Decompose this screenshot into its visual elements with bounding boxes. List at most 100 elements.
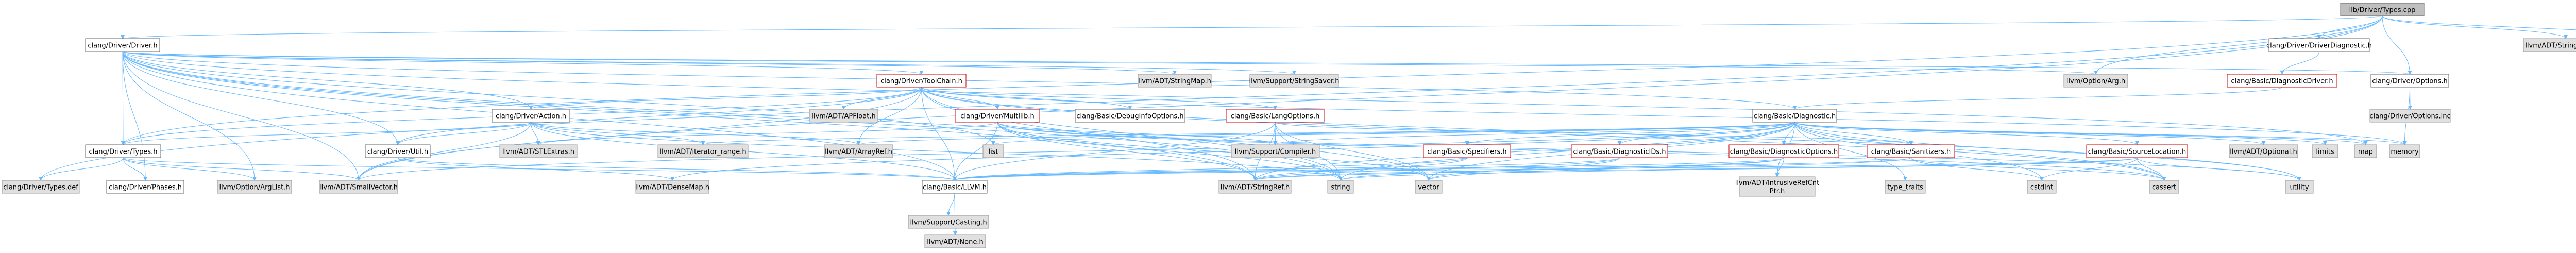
node-typetraits[interactable]: type_traits xyxy=(1885,180,1926,194)
edge-action-to-smallvec xyxy=(357,122,531,181)
node-srcloc[interactable]: clang/Basic/SourceLocation.h xyxy=(2086,144,2188,158)
edge-types-to-typesdef xyxy=(39,157,124,181)
node-label: llvm/ADT/None.h xyxy=(927,239,983,246)
node-optional[interactable]: llvm/ADT/Optional.h xyxy=(2229,144,2298,158)
node-vector[interactable]: vector xyxy=(1415,180,1443,194)
edge-multilib-to-compiler xyxy=(997,122,1278,145)
node-map[interactable]: map xyxy=(2354,144,2377,158)
node-diagdrv[interactable]: clang/Basic/DiagnosticDriver.h xyxy=(2227,74,2337,88)
node-densemap[interactable]: llvm/ADT/DenseMap.h xyxy=(635,180,709,194)
node-diagids[interactable]: clang/Basic/DiagnosticIDs.h xyxy=(1571,144,1668,158)
edge-toolchain-to-apfloat xyxy=(841,87,922,110)
node-box xyxy=(365,144,431,158)
node-label: clang/Driver/Driver.h xyxy=(88,42,157,50)
node-sanitizers[interactable]: clang/Basic/Sanitizers.h xyxy=(1867,144,1955,158)
node-box xyxy=(499,144,578,158)
node-stringref[interactable]: llvm/ADT/StringRef.h xyxy=(1218,180,1292,194)
edge-basicdiag-to-optional xyxy=(1794,122,2266,145)
node-box xyxy=(1739,176,1816,197)
edge-driver-to-optarg xyxy=(122,51,2097,75)
edge-types-to-smallvec xyxy=(123,157,361,181)
node-action[interactable]: clang/Driver/Action.h xyxy=(492,109,570,123)
node-box xyxy=(982,144,1004,158)
node-label: llvm/ADT/StringRef.h xyxy=(1221,184,1290,192)
node-debuginfo[interactable]: clang/Basic/DebugInfoOptions.h xyxy=(1075,109,1185,123)
node-label: clang/Basic/LLVM.h xyxy=(923,184,987,192)
node-compiler[interactable]: llvm/Support/Compiler.h xyxy=(1231,144,1320,158)
node-specifiers[interactable]: clang/Basic/Specifiers.h xyxy=(1423,144,1511,158)
node-cstdint[interactable]: cstdint xyxy=(2027,180,2057,194)
edge-root-to-typesdef xyxy=(39,15,2383,181)
node-util[interactable]: clang/Driver/Util.h xyxy=(365,144,431,158)
edge-basicdiag-to-compiler xyxy=(1273,122,1795,145)
node-casting[interactable]: llvm/Support/Casting.h xyxy=(908,215,989,229)
node-optarglist[interactable]: llvm/Option/ArgList.h xyxy=(217,180,292,194)
node-cassert[interactable]: cassert xyxy=(2149,180,2179,194)
node-toolchain[interactable]: clang/Driver/ToolChain.h xyxy=(876,74,967,88)
edge-driver-to-stringref xyxy=(122,51,1257,181)
node-none[interactable]: llvm/ADT/None.h xyxy=(924,234,986,248)
node-driver[interactable]: clang/Driver/Driver.h xyxy=(85,38,160,52)
node-strsaver[interactable]: llvm/Support/StringSaver.h xyxy=(1249,74,1340,88)
edge-basicdiag-to-map xyxy=(1794,122,2368,145)
edge-toolchain-to-langopts xyxy=(921,87,1277,110)
node-multilib[interactable]: clang/Driver/Multilib.h xyxy=(955,109,1040,123)
node-strsw[interactable]: llvm/ADT/StringSwitch.h xyxy=(2523,38,2576,52)
node-strmap[interactable]: llvm/ADT/StringMap.h xyxy=(1138,74,1212,88)
node-basicdiag[interactable]: clang/Basic/Diagnostic.h xyxy=(1752,109,1837,123)
edge-driver-to-util xyxy=(122,51,400,145)
node-box xyxy=(2,180,80,194)
node-utility[interactable]: utility xyxy=(2285,180,2314,194)
edge-root-to-driver xyxy=(121,15,2383,39)
edge-driver-to-action xyxy=(122,51,533,110)
node-root: lib/Driver/Types.cpp xyxy=(2340,3,2425,16)
edge-basicdiag-to-specifiers xyxy=(1465,122,1795,145)
node-options[interactable]: clang/Driver/Options.h xyxy=(2370,74,2449,88)
edge-multilib-to-llvmh xyxy=(953,122,998,181)
node-arrayref[interactable]: llvm/ADT/ArrayRef.h xyxy=(824,144,893,158)
edge-langopts-to-llvmh xyxy=(953,122,1276,181)
node-apfloat[interactable]: llvm/ADT/APFloat.h xyxy=(809,109,878,123)
node-label: clang/Basic/LangOptions.h xyxy=(1231,113,1320,121)
node-diagopts[interactable]: clang/Basic/DiagnosticOptions.h xyxy=(1728,144,1839,158)
node-typesdef[interactable]: clang/Driver/Types.def xyxy=(2,180,80,194)
edge-action-to-util xyxy=(396,122,531,145)
edge-sanitizers-to-cstdint xyxy=(1910,157,2044,181)
node-llvmh[interactable]: clang/Basic/LLVM.h xyxy=(922,180,988,194)
edge-basicdiag-to-smallvec xyxy=(357,122,1795,181)
node-label: clang/Driver/DriverDiagnostic.h xyxy=(2266,42,2372,50)
node-memory[interactable]: memory xyxy=(2389,144,2420,158)
node-label: llvm/ADT/iterator_range.h xyxy=(659,148,746,156)
node-box xyxy=(2285,180,2314,194)
node-string[interactable]: string xyxy=(1327,180,1354,194)
node-drvdiag[interactable]: clang/Driver/DriverDiagnostic.h xyxy=(2266,38,2372,52)
node-iterrange[interactable]: llvm/ADT/iterator_range.h xyxy=(657,144,749,158)
node-limits[interactable]: limits xyxy=(2312,144,2338,158)
node-smallvec[interactable]: llvm/ADT/SmallVector.h xyxy=(319,180,398,194)
node-box xyxy=(85,38,160,52)
edge-basicdiag-to-utility xyxy=(1794,122,2301,181)
node-phases[interactable]: clang/Driver/Phases.h xyxy=(106,180,184,194)
node-stlextras[interactable]: llvm/ADT/STLExtras.h xyxy=(499,144,578,158)
node-label: llvm/ADT/SmallVector.h xyxy=(319,184,398,192)
node-label: clang/Basic/DiagnosticOptions.h xyxy=(1730,148,1838,156)
node-list[interactable]: list xyxy=(982,144,1004,158)
edge-sanitizers-to-llvmh xyxy=(953,157,1911,181)
edge-sanitizers-to-stringref xyxy=(1253,157,1911,181)
node-optarg[interactable]: llvm/Option/Arg.h xyxy=(2063,74,2128,88)
edge-toolchain-to-memory xyxy=(921,87,2407,145)
node-types[interactable]: clang/Driver/Types.h xyxy=(85,144,161,158)
node-box xyxy=(908,215,989,229)
edge-driver-to-toolchain xyxy=(122,51,923,75)
node-box xyxy=(2340,3,2425,16)
node-box xyxy=(2523,38,2576,52)
edge-driver-to-options xyxy=(122,51,2412,75)
node-label: lib/Driver/Types.cpp xyxy=(2349,7,2416,14)
node-langopts[interactable]: clang/Basic/LangOptions.h xyxy=(1226,109,1325,123)
node-box xyxy=(217,180,292,194)
node-optionsinc[interactable]: clang/Driver/Options.inc xyxy=(2369,109,2451,123)
edge-toolchain-to-string xyxy=(921,87,1343,181)
node-box xyxy=(809,109,878,123)
node-label: utility xyxy=(2290,184,2309,192)
